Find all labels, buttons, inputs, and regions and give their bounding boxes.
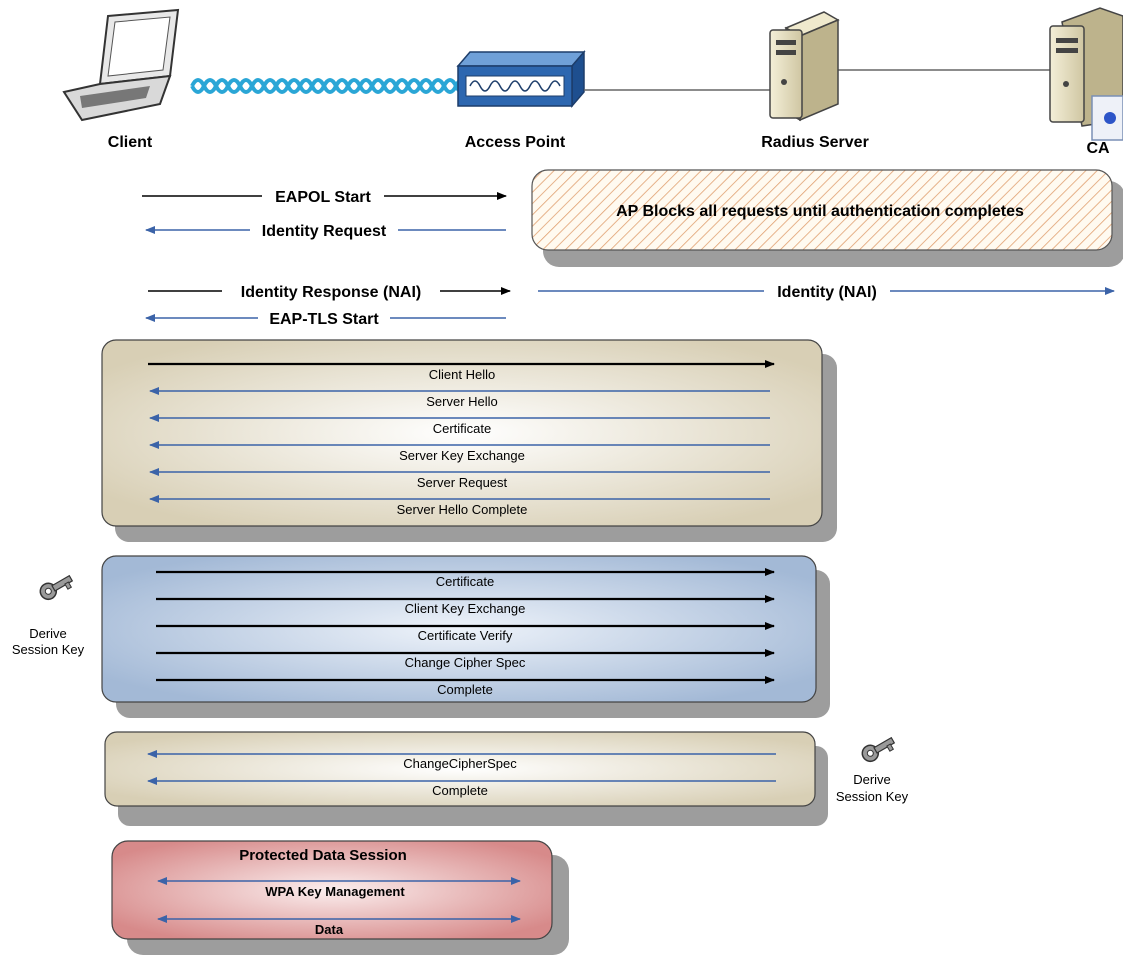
message-label: Client Key Exchange	[405, 601, 526, 616]
server-key-icon	[861, 736, 896, 763]
ap-block-note-text: AP Blocks all requests until authenticat…	[616, 203, 1024, 220]
server-derive-label-line1: Derive	[853, 772, 891, 787]
message-label: Server Request	[417, 475, 508, 490]
server-derive-label-line2: Session Key	[836, 789, 909, 804]
identity-request-label: Identity Request	[262, 223, 387, 240]
server-finish-box	[104, 731, 828, 826]
identity-nai-label: Identity (NAI)	[777, 284, 877, 301]
wireless-link-icon	[190, 78, 470, 94]
message-label: Complete	[437, 682, 493, 697]
server-handshake-box	[101, 339, 837, 542]
message-label: Certificate	[436, 574, 495, 589]
ca-server-icon	[1049, 7, 1123, 141]
access-point-icon	[456, 49, 586, 109]
message-label: Server Key Exchange	[399, 448, 525, 463]
wpa-key-label: WPA Key Management	[265, 884, 405, 899]
laptop-icon	[62, 8, 180, 122]
client-label: Client	[108, 134, 153, 151]
client-key-icon	[39, 574, 74, 601]
message-label: Certificate Verify	[418, 628, 513, 643]
protected-session-title: Protected Data Session	[239, 847, 407, 864]
message-label: ChangeCipherSpec	[403, 756, 517, 771]
ca-label: CA	[1086, 140, 1110, 157]
ap-block-note: AP Blocks all requests until authenticat…	[531, 169, 1123, 267]
identity-response-label: Identity Response (NAI)	[241, 284, 421, 301]
access-point-label: Access Point	[465, 134, 566, 151]
radius-server-label: Radius Server	[761, 134, 869, 151]
radius-server-icon	[769, 11, 840, 122]
client-derive-label-line1: Derive	[29, 626, 67, 641]
message-label: Change Cipher Spec	[405, 655, 526, 670]
message-label: Complete	[432, 783, 488, 798]
eapol-start-label: EAPOL Start	[275, 189, 371, 206]
message-label: Client Hello	[429, 367, 495, 382]
eap-tls-start-label: EAP-TLS Start	[269, 311, 379, 328]
message-label: Certificate	[433, 421, 492, 436]
client-derive-label-line2: Session Key	[12, 642, 85, 657]
message-label: Server Hello Complete	[397, 502, 528, 517]
data-label: Data	[315, 922, 344, 937]
message-label: Server Hello	[426, 394, 498, 409]
